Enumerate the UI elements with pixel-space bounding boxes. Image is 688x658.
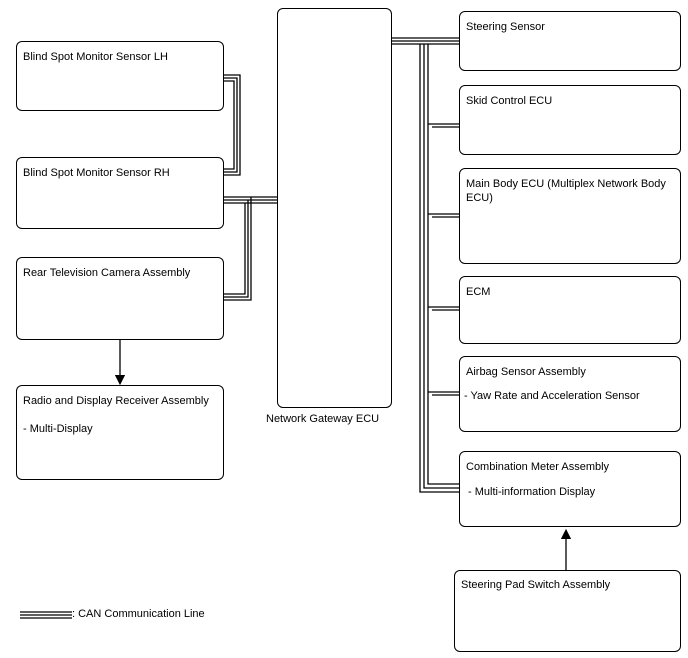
blind-spot-lh-box: Blind Spot Monitor Sensor LH xyxy=(16,41,224,111)
combination-meter-sub: - Multi-information Display xyxy=(468,486,596,498)
airbag-sensor-sub: - Yaw Rate and Acceleration Sensor xyxy=(464,390,640,402)
skid-control-box: Skid Control ECU xyxy=(459,85,681,155)
radio-display-label: Radio and Display Receiver Assembly - Mu… xyxy=(23,395,209,435)
main-body-ecu-label: Main Body ECU (Multiplex Network Body EC… xyxy=(466,178,666,204)
can-line-legend-icon xyxy=(20,611,72,619)
legend: : CAN Communication Line xyxy=(20,606,260,626)
combination-meter-box: Combination Meter Assembly - Multi-infor… xyxy=(459,451,681,527)
airbag-sensor-label: Airbag Sensor Assembly xyxy=(466,366,586,378)
ecm-label: ECM xyxy=(466,286,491,298)
ecm-box: ECM xyxy=(459,276,681,344)
steering-pad-switch-box: Steering Pad Switch Assembly xyxy=(454,570,681,652)
blind-spot-rh-box: Blind Spot Monitor Sensor RH xyxy=(16,157,224,229)
rear-camera-label: Rear Television Camera Assembly xyxy=(23,267,191,279)
skid-control-label: Skid Control ECU xyxy=(466,95,553,107)
bus-bsm xyxy=(224,74,241,176)
bus-right xyxy=(391,37,460,493)
network-gateway-ecu-box xyxy=(277,8,392,408)
legend-label: : CAN Communication Line xyxy=(72,608,205,620)
steering-sensor-box: Steering Sensor xyxy=(459,11,681,71)
blind-spot-rh-label: Blind Spot Monitor Sensor RH xyxy=(23,167,170,179)
airbag-sensor-box: Airbag Sensor Assembly - Yaw Rate and Ac… xyxy=(459,356,681,432)
steering-pad-switch-label: Steering Pad Switch Assembly xyxy=(461,579,611,591)
rear-camera-box: Rear Television Camera Assembly xyxy=(16,257,224,340)
combination-meter-label: Combination Meter Assembly xyxy=(466,461,610,473)
main-body-ecu-box: Main Body ECU (Multiplex Network Body EC… xyxy=(459,168,681,264)
network-gateway-ecu-label: Network Gateway ECU xyxy=(266,413,380,425)
steering-sensor-label: Steering Sensor xyxy=(466,21,545,33)
bus-left-gateway xyxy=(224,196,278,301)
blind-spot-lh-label: Blind Spot Monitor Sensor LH xyxy=(23,51,168,63)
radio-display-box: Radio and Display Receiver Assembly - Mu… xyxy=(16,385,224,480)
